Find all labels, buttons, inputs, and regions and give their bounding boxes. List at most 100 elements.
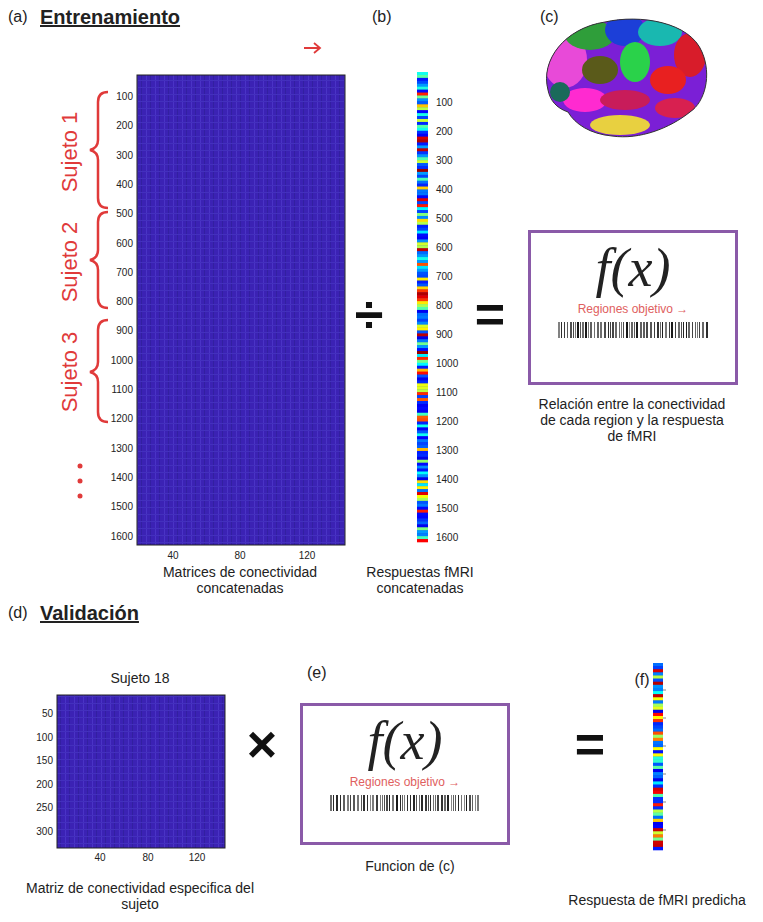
fmri-stripe xyxy=(417,425,428,428)
fmri-stripe xyxy=(417,472,428,475)
fmri-stripe xyxy=(417,190,428,193)
fmri-stripe xyxy=(417,436,428,439)
fmri-stripe xyxy=(417,401,428,404)
fmri-stripe xyxy=(653,732,663,735)
fmri-stripe xyxy=(417,295,428,298)
fmri-stripe xyxy=(417,507,428,510)
fmri-stripe xyxy=(417,234,428,237)
fmri-stripe xyxy=(417,225,428,228)
axis-tick: 1400 xyxy=(436,474,458,486)
caption-text: Respuestas fMRI concatenadas xyxy=(350,564,490,596)
caption-text: Relación entre la conectividad de cada r… xyxy=(537,396,727,444)
fmri-stripe xyxy=(653,760,663,763)
fmri-stripe xyxy=(653,766,663,769)
fmri-stripe xyxy=(653,825,663,828)
fmri-stripe xyxy=(653,710,663,713)
fmri-stripe xyxy=(417,198,428,201)
fmri-stripe xyxy=(417,72,428,75)
fmri-stripe xyxy=(417,480,428,483)
fmri-stripe xyxy=(417,345,428,348)
fmri-stripe xyxy=(417,316,428,319)
fmri-stripe xyxy=(417,245,428,248)
fmri-stripe xyxy=(417,416,428,419)
fmri-stripe xyxy=(653,704,663,707)
fmri-stripe xyxy=(417,260,428,263)
fmri-stripe xyxy=(417,492,428,495)
fmri-stripe xyxy=(417,131,428,134)
fmri-stripe xyxy=(417,84,428,87)
target-regions-label: Regiones objetivo → xyxy=(303,775,507,789)
fmri-stripe xyxy=(417,231,428,234)
fmri-stripe xyxy=(417,251,428,254)
fmri-stripe xyxy=(417,477,428,480)
fmri-stripe xyxy=(653,781,663,784)
axis-tick: 1600 xyxy=(111,531,133,543)
fmri-stripe xyxy=(417,151,428,154)
fmri-stripe xyxy=(653,831,663,834)
axis-tick: 700 xyxy=(116,267,133,279)
fmri-stripe xyxy=(417,427,428,430)
fmri-bar xyxy=(417,72,428,542)
axis-tick: 120 xyxy=(299,550,316,562)
fmri-stripe xyxy=(417,448,428,451)
fmri-stripe xyxy=(417,298,428,301)
fmri-stripe xyxy=(417,157,428,160)
label-text: (e) xyxy=(307,664,327,682)
fmri-stripe xyxy=(417,307,428,310)
ellipsis-dots xyxy=(78,464,83,499)
label-text: Entrenamiento xyxy=(40,6,180,29)
fmri-stripe xyxy=(417,213,428,216)
axis-tick: 900 xyxy=(436,329,453,341)
fmri-stripe xyxy=(417,266,428,269)
axis-tick: 1100 xyxy=(436,387,458,399)
fmri-stripe xyxy=(417,104,428,107)
fmri-stripe xyxy=(417,339,428,342)
fmri-stripe xyxy=(653,735,663,738)
fmri-stripe xyxy=(653,728,663,731)
barcode xyxy=(330,795,480,811)
fmri-stripe xyxy=(653,694,663,697)
fmri-stripe xyxy=(417,369,428,372)
axis-tick: 200 xyxy=(436,126,453,138)
fmri-stripe xyxy=(417,301,428,304)
fmri-stripe xyxy=(653,800,663,803)
fmri-stripe xyxy=(417,110,428,113)
fmri-stripe xyxy=(417,395,428,398)
axis-tick: 40 xyxy=(167,550,178,562)
fmri-stripe xyxy=(417,530,428,533)
caption-text: Matriz de conectividad especifica del su… xyxy=(20,880,260,912)
axis-tick: 300 xyxy=(436,155,453,167)
fmri-stripe xyxy=(417,184,428,187)
fmri-stripe xyxy=(417,172,428,175)
fmri-stripe xyxy=(653,713,663,716)
fmri-stripe xyxy=(653,666,663,669)
fmri-stripe xyxy=(417,378,428,381)
fmri-stripe xyxy=(417,219,428,222)
label-text: Validación xyxy=(40,602,139,625)
barcode xyxy=(558,322,708,338)
axis-tick: 1400 xyxy=(111,472,133,484)
fmri-stripe xyxy=(417,81,428,84)
fmri-stripe xyxy=(417,489,428,492)
fmri-stripe xyxy=(417,498,428,501)
fmri-stripe xyxy=(653,797,663,800)
fmri-stripe xyxy=(417,96,428,99)
fmri-stripe xyxy=(653,809,663,812)
fmri-stripe xyxy=(417,284,428,287)
fmri-stripe xyxy=(417,407,428,410)
fmri-stripe xyxy=(417,325,428,328)
target-regions-label: Regiones objetivo → xyxy=(531,302,735,316)
fmri-stripe xyxy=(417,348,428,351)
fmri-stripe xyxy=(653,844,663,847)
fmri-stripe xyxy=(653,719,663,722)
fmri-stripe xyxy=(417,313,428,316)
fmri-stripe xyxy=(417,404,428,407)
fmri-stripe xyxy=(653,691,663,694)
axis-tick: 1300 xyxy=(111,443,133,455)
operator-symbol: = xyxy=(575,715,605,775)
fmri-stripe xyxy=(417,354,428,357)
axis-tick: 700 xyxy=(436,271,453,283)
axis-tick: 300 xyxy=(116,150,133,162)
fmri-stripe xyxy=(417,137,428,140)
axis-tick: 1200 xyxy=(111,414,133,426)
